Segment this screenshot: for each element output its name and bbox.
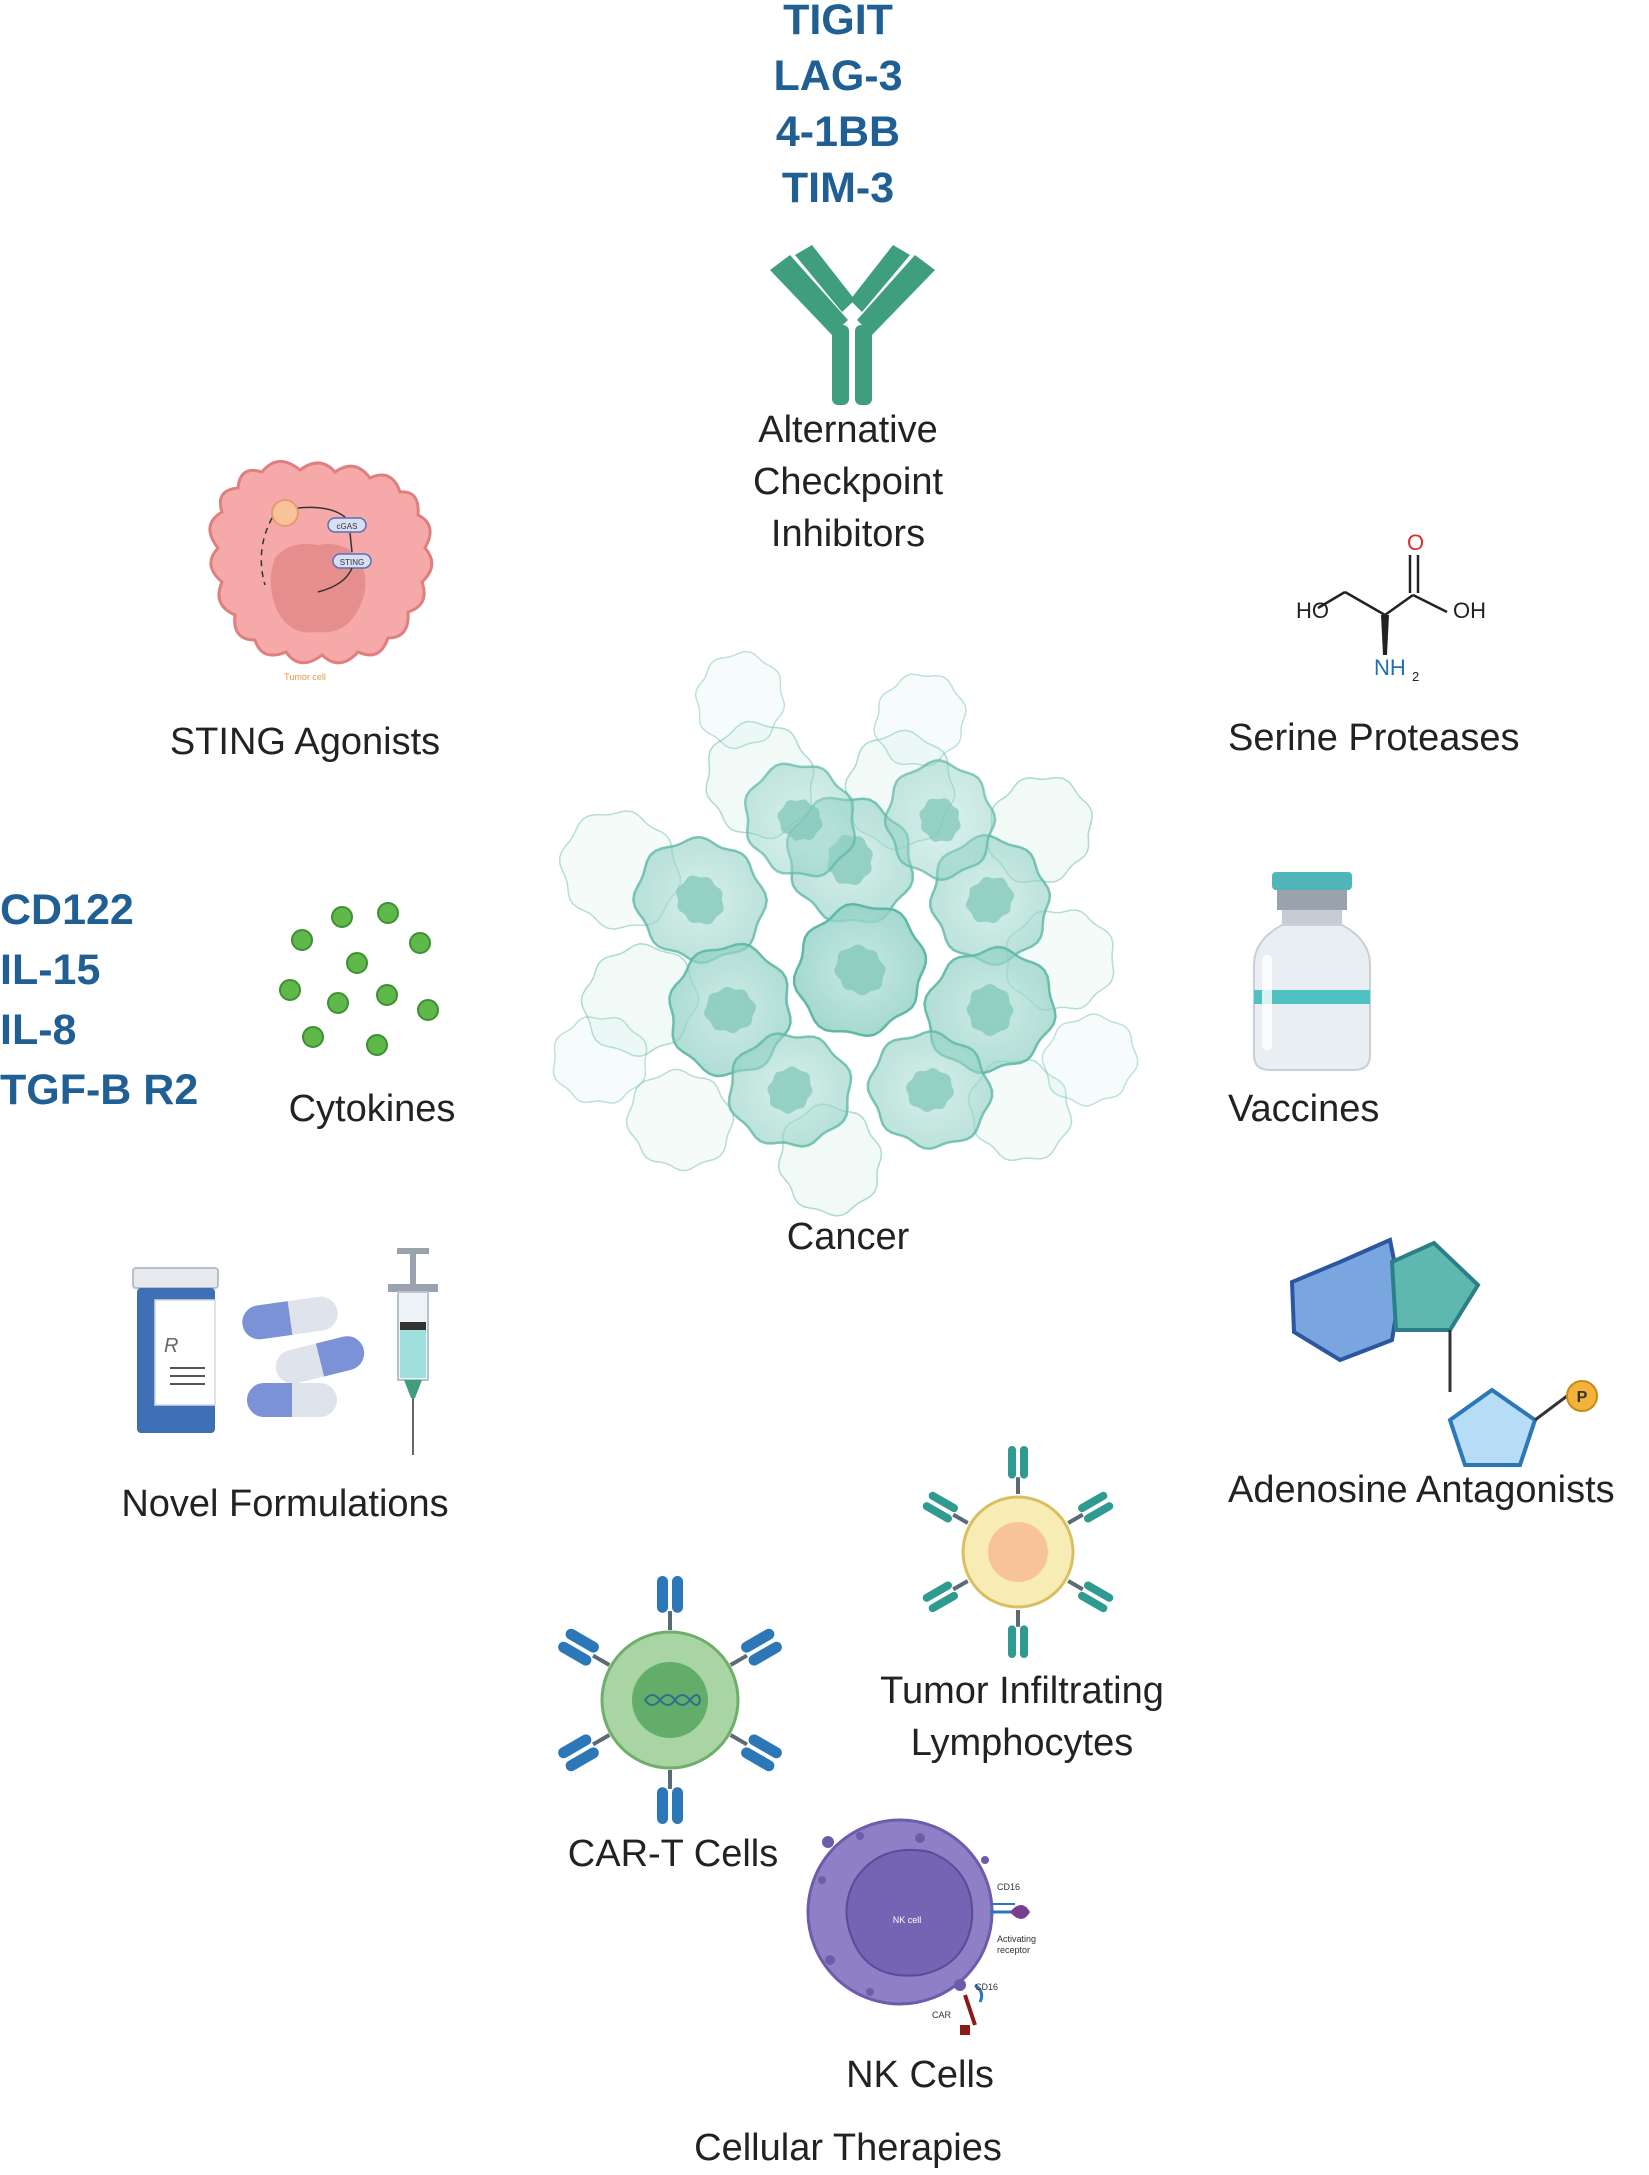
nk-inner-label: NK cell [893, 1915, 922, 1925]
pill-bottle-icon: R [132, 1267, 219, 1433]
target-cd122: CD122 [0, 886, 134, 934]
checkpoint-label-line-1: Alternative [758, 409, 938, 451]
nk-label: NK Cells [846, 2054, 994, 2096]
target-lag3: LAG-3 [773, 52, 903, 100]
cd16-label-b: CD16 [975, 1982, 998, 1992]
adenosine-label: Adenosine Antagonists [1228, 1469, 1615, 1511]
cytokine-targets: CD122 IL-15 IL-8 TGF-B R2 [0, 880, 198, 1120]
nh2-subscript: 2 [1412, 669, 1419, 684]
target-tim3: TIM-3 [781, 164, 895, 212]
serine-molecule-icon: HO OH O NH 2 [1296, 530, 1486, 684]
syringe-icon [388, 1248, 438, 1455]
cart-label: CAR-T Cells [567, 1833, 779, 1875]
oh-atom: OH [1453, 598, 1486, 623]
target-tigit: TIGIT [783, 0, 893, 44]
capsule-icon [242, 1296, 365, 1417]
car-label: CAR [932, 2010, 952, 2020]
til-label-line-2: Lymphocytes [910, 1722, 1134, 1764]
sting-label: STING Agonists [169, 721, 441, 763]
target-il15: IL-15 [0, 946, 101, 994]
cellular-therapies-label: Cellular Therapies [694, 2127, 1002, 2169]
phosphate-label: P [1577, 1389, 1588, 1406]
cytokine-dots-icon [279, 902, 439, 1056]
nk-cell-icon: NK cell CD16 Activating receptor CD16 CA… [806, 1818, 1036, 2035]
checkpoint-targets: TIGIT LAG-3 4-1BB TIM-3 [774, 0, 903, 216]
car-t-cell-icon [558, 1576, 782, 1824]
vial-icon [1253, 872, 1371, 1071]
checkpoint-label: Alternative Checkpoint Inhibitors [753, 404, 943, 560]
activating-label: Activating [997, 1934, 1036, 1944]
cancer-label: Cancer [786, 1216, 910, 1258]
rx-symbol: R [164, 1335, 178, 1357]
target-il8: IL-8 [0, 1006, 77, 1054]
checkpoint-label-line-3: Inhibitors [770, 513, 926, 555]
checkpoint-label-line-2: Checkpoint [752, 461, 944, 503]
antibody-icon [770, 245, 935, 405]
target-41bb: 4-1BB [775, 108, 901, 156]
o-atom: O [1407, 530, 1424, 555]
ho-atom: HO [1296, 598, 1329, 623]
novel-label: Novel Formulations [121, 1483, 449, 1525]
til-label: Tumor Infiltrating Lymphocytes [880, 1665, 1164, 1769]
receptor-label: receptor [997, 1945, 1030, 1955]
adenosine-molecule-icon: P [1289, 1237, 1598, 1467]
vaccines-label: Vaccines [1228, 1088, 1380, 1130]
sting-inner-label: STING [340, 558, 364, 567]
cancer-cluster-icon [552, 650, 1139, 1217]
cytokines-label: Cytokines [288, 1088, 456, 1130]
lymphocyte-icon [922, 1446, 1114, 1658]
nh2-atom: NH [1374, 655, 1406, 680]
til-label-line-1: Tumor Infiltrating [880, 1670, 1164, 1712]
cgas-label: cGAS [337, 522, 358, 531]
target-tgfbr2: TGF-B R2 [0, 1066, 199, 1114]
tumor-cell-icon: cGAS STING Tumor cell [208, 460, 434, 682]
tumor-cell-label: Tumor cell [284, 672, 326, 682]
serine-label: Serine Proteases [1228, 717, 1520, 759]
cd16-label-a: CD16 [997, 1882, 1020, 1892]
